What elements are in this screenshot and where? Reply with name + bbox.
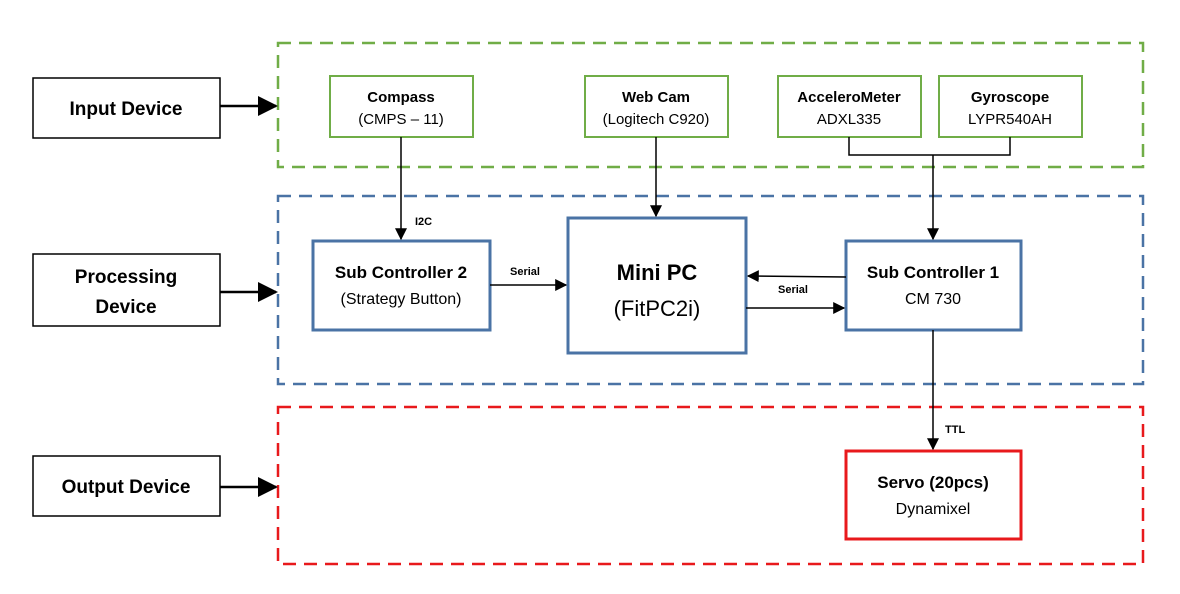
ttl-label: TTL [945,424,965,436]
output-device-box [32,455,221,517]
processing-device-box [32,253,221,327]
sub-controller-2-subtitle: (Strategy Button) [341,291,462,308]
servo-box [844,449,1023,541]
output-device-group [276,405,1145,566]
output-device-label: Output Device [62,477,191,498]
compass-title: Compass [367,89,435,106]
sub-controller-1-to-mini-pc-arrow [746,270,847,283]
compass-subtitle: (CMPS – 11) [358,111,444,128]
sub-controller-2-box [311,239,492,332]
gyroscope-title: Gyroscope [971,89,1049,106]
sub-controller-1-box [844,239,1023,332]
gyroscope-subtitle: LYPR540AH [968,111,1052,128]
mini-pc-title: Mini PC [617,260,698,285]
serial-right-label: Serial [778,284,808,296]
servo-title: Servo (20pcs) [877,473,989,492]
sensors-merge-line [848,137,1011,156]
i2c-label: I2C [415,216,432,228]
input-device-group [276,41,1145,169]
processing-device-group [276,194,1145,386]
webcam-title: Web Cam [622,89,690,106]
input-device-box [32,77,221,139]
mini-pc-subtitle: (FitPC2i) [614,296,701,321]
sub-controller-1-title: Sub Controller 1 [867,263,999,282]
serial-left-label: Serial [510,266,540,278]
accelerometer-subtitle: ADXL335 [817,111,881,128]
gyroscope-box [938,75,1083,138]
processing-device-label-line1: Processing [75,267,177,288]
webcam-box [584,75,729,138]
sub-controller-1-subtitle: CM 730 [905,291,961,308]
sub-controller-2-title: Sub Controller 2 [335,263,467,282]
mini-pc-box [566,216,748,355]
webcam-subtitle: (Logitech C920) [603,111,710,128]
processing-device-label-line2: Device [95,297,156,318]
input-device-label: Input Device [70,99,183,120]
servo-subtitle: Dynamixel [896,501,971,518]
accelerometer-box [777,75,922,138]
accelerometer-title: AcceleroMeter [797,89,901,106]
compass-box [329,75,474,138]
